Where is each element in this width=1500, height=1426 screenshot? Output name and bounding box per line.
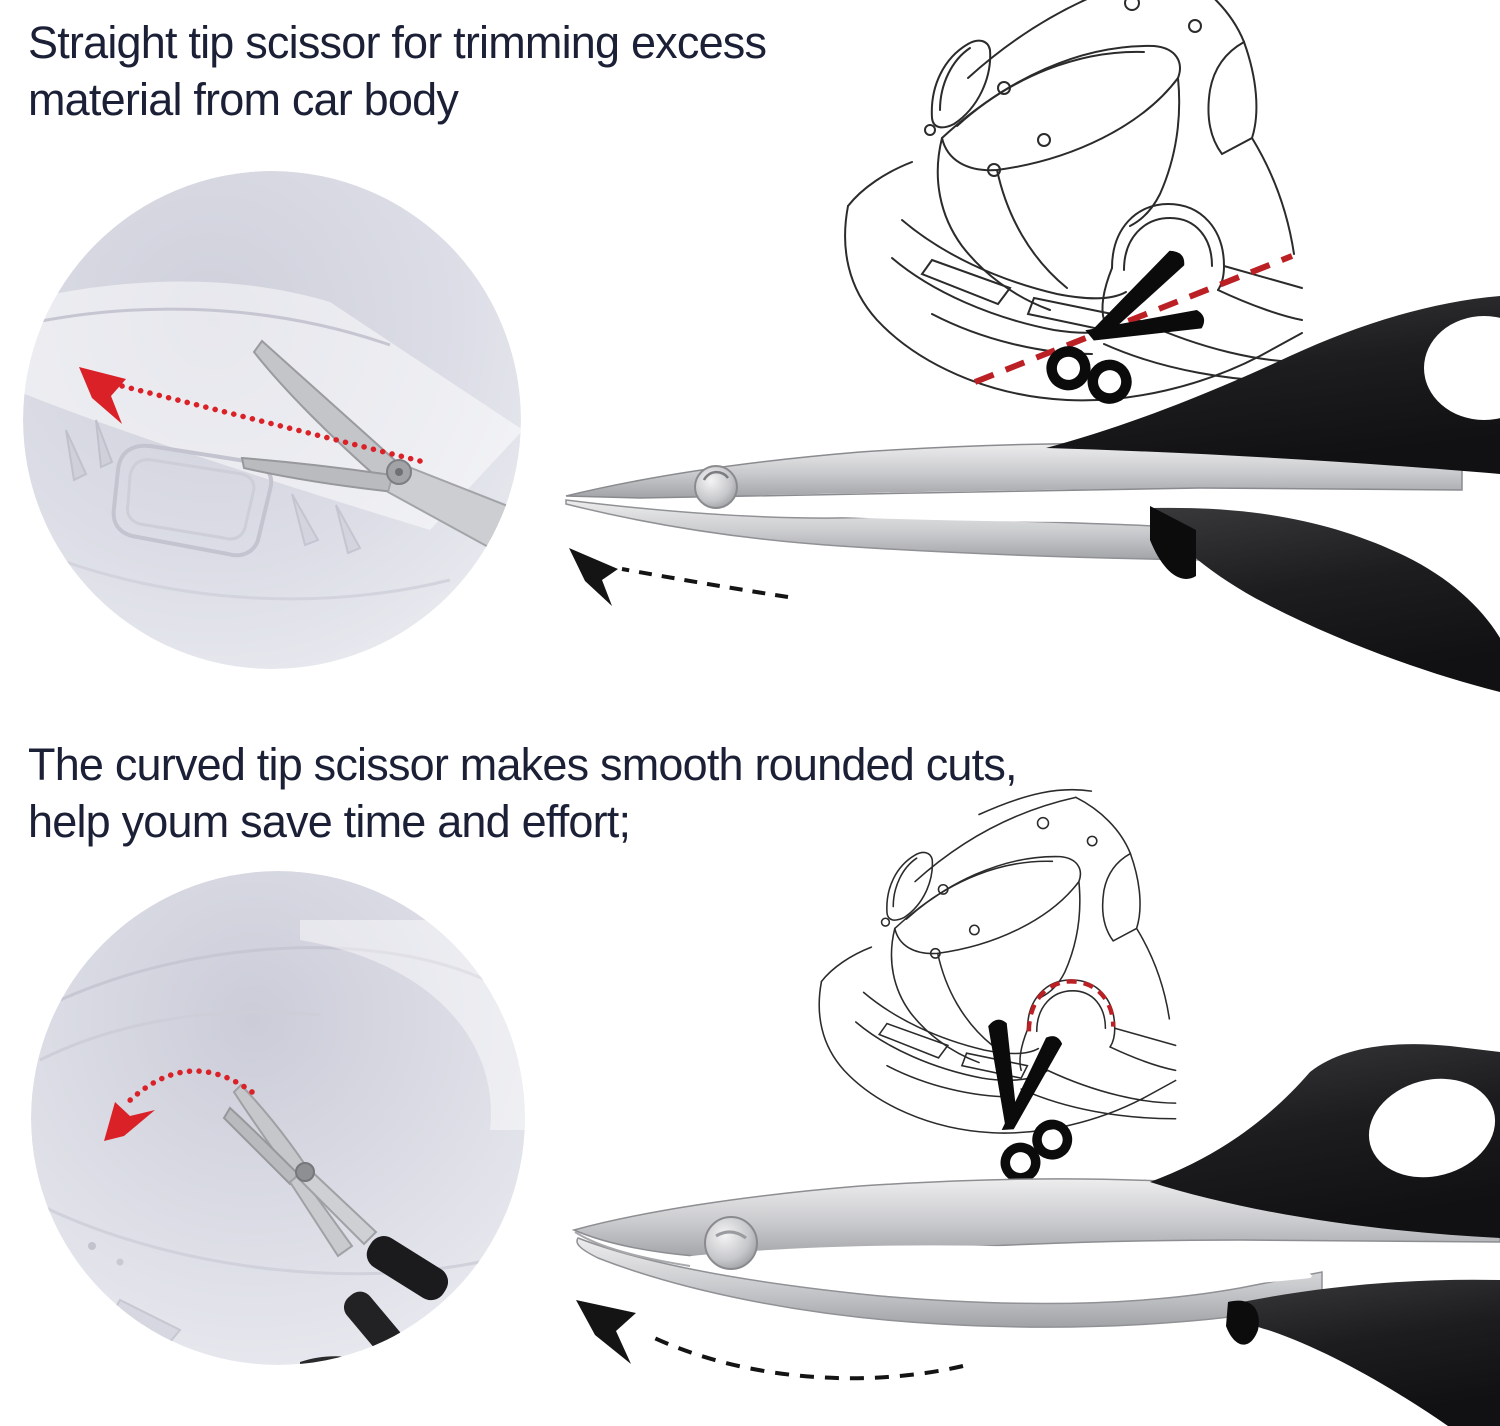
lower-handle — [1152, 507, 1500, 692]
cut-direction-arrow-straight — [569, 548, 789, 606]
trim-direction-arrow-straight — [79, 367, 423, 464]
black-arrowhead-icon — [576, 1300, 636, 1364]
caption-straight-line2: material from car body — [28, 74, 459, 125]
lower-handle — [1231, 1279, 1500, 1426]
caption-curved-line2: help youm save time and effort; — [28, 796, 631, 847]
black-arrowhead-icon — [569, 548, 618, 606]
curved-scissors-photo — [571, 1044, 1500, 1426]
photo-inset-curved-cut — [31, 871, 525, 1365]
red-arrowhead-icon — [104, 1102, 155, 1141]
car-outline-curved — [818, 788, 1177, 1188]
straight-scissors-photo — [565, 296, 1500, 692]
upper-handle — [1046, 296, 1500, 474]
caption-curved-line1: The curved tip scissor makes smooth roun… — [28, 739, 1018, 790]
photo-inset-straight-cut — [23, 171, 521, 669]
cut-direction-arrow-curved — [576, 1300, 964, 1381]
car-outline-straight — [844, 0, 1303, 415]
caption-curved-tip: The curved tip scissor makes smooth roun… — [28, 736, 1018, 850]
caption-straight-tip: Straight tip scissor for trimming excess… — [28, 14, 767, 128]
red-cut-arc-curved — [1026, 979, 1116, 1032]
red-arrowhead-icon — [79, 367, 126, 424]
caption-straight-line1: Straight tip scissor for trimming excess — [28, 17, 767, 68]
pivot-screw-icon — [295, 1162, 315, 1182]
trim-direction-arrow-curved — [104, 1068, 255, 1141]
red-cut-line-straight — [973, 253, 1294, 385]
pivot-screw-icon — [704, 1216, 758, 1270]
